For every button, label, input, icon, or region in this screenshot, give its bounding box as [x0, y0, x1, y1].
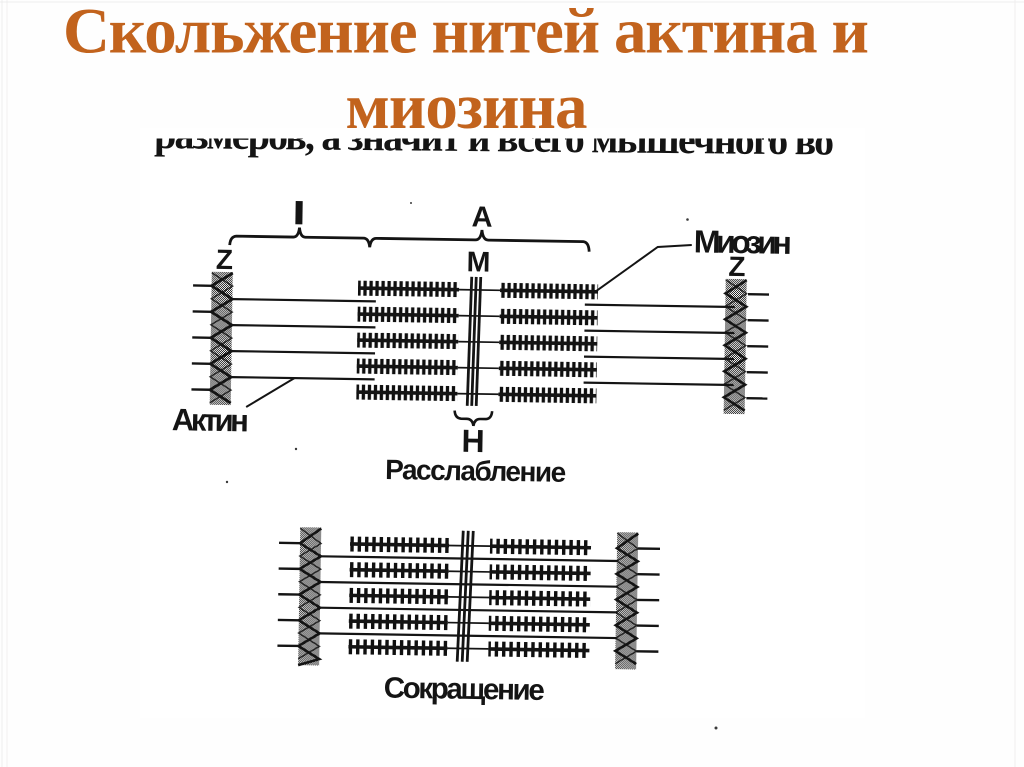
svg-text:H: H — [461, 423, 485, 459]
svg-text:Z: Z — [216, 244, 234, 275]
svg-text:Миозин: Миозин — [694, 223, 793, 261]
svg-text:миозина: миозина — [346, 71, 588, 143]
svg-text:Сокращение: Сокращение — [384, 672, 545, 708]
svg-text:Z: Z — [728, 251, 746, 282]
svg-text:Актин: Актин — [172, 402, 250, 438]
svg-text:M: M — [466, 246, 490, 278]
svg-text:Скольжение нитей актина и: Скольжение нитей актина и — [63, 0, 869, 68]
svg-text:Расслабление: Расслабление — [385, 454, 566, 488]
svg-text:A: A — [471, 201, 493, 233]
